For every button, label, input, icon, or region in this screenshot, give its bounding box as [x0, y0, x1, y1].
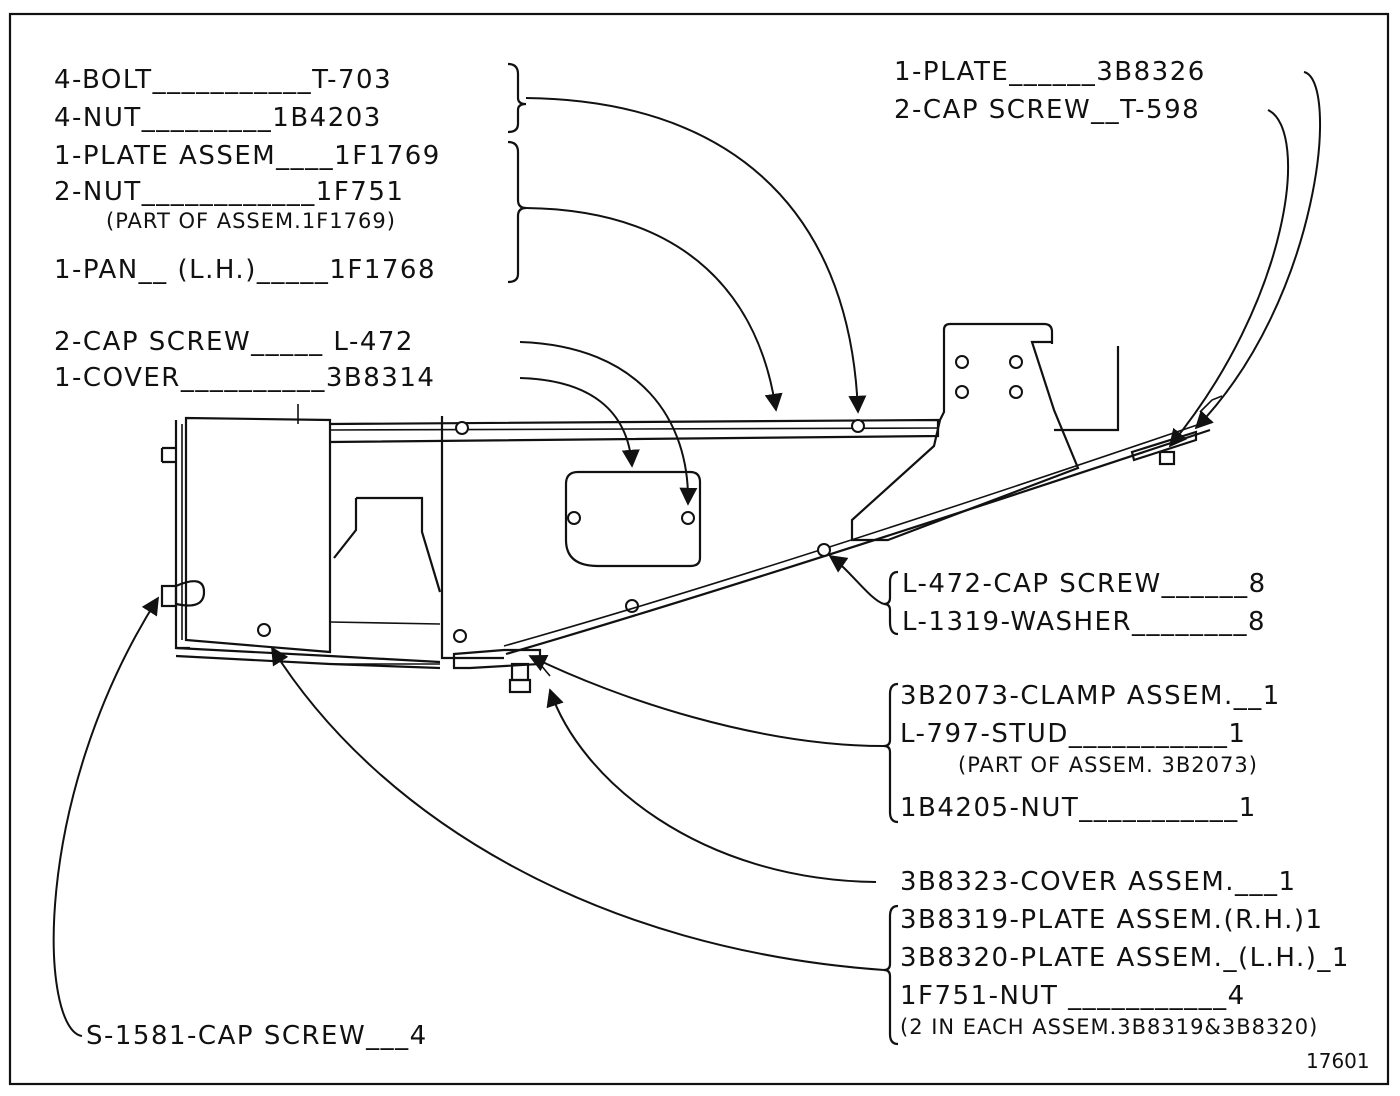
center-plate-left-edge — [440, 416, 504, 660]
leader-cap-screw-s1581 — [52, 596, 159, 1037]
cover-hole-left — [567, 511, 581, 525]
left-bracket-top — [160, 446, 176, 464]
right-plate-hole-1 — [955, 355, 969, 369]
label-plate-assem: 1-PLATE ASSEM____1F1769 — [54, 141, 441, 171]
center-cutout-base — [329, 621, 441, 625]
top-rail — [329, 418, 940, 444]
leader-plate-assem — [271, 646, 885, 971]
brace-bolt-nut — [507, 62, 527, 134]
label-nut-2: 2-NUT____________1F751 — [54, 177, 404, 207]
top-rail-inner — [329, 427, 939, 431]
center-plate-hole-bottom — [453, 629, 467, 643]
cover-hole-right — [681, 511, 695, 525]
leader-cap-screw-t598 — [1168, 109, 1289, 448]
brace-clamp — [883, 682, 899, 824]
label-nut-1f751: 1F751-NUT ___________4 — [900, 981, 1246, 1011]
brace-plate-pan — [507, 140, 527, 284]
leader-plate-3b8326 — [1194, 71, 1322, 430]
label-cap-screw-t598: 2-CAP SCREW__T-598 — [894, 95, 1200, 125]
leader-cover-assem — [546, 688, 877, 883]
right-end-screw — [1199, 395, 1223, 413]
diagonal-rail-outer — [505, 428, 1211, 656]
cover-plate — [564, 470, 702, 568]
right-plate-top — [942, 322, 1054, 344]
label-stud-note: (PART OF ASSEM. 3B2073) — [958, 753, 1258, 777]
diagonal-rail-hole — [817, 543, 831, 557]
label-nut-1b4205: 1B4205-NUT___________1 — [900, 793, 1257, 823]
label-bolt: 4-BOLT___________T-703 — [54, 65, 392, 95]
leader-cap-screw-l472 — [519, 341, 698, 506]
label-cover: 1-COVER__________3B8314 — [54, 363, 435, 393]
top-rail-hole — [851, 419, 865, 433]
frame-border — [8, 12, 1390, 1086]
leader-screw-washer — [828, 554, 885, 605]
center-cutout — [333, 496, 442, 593]
label-washer: L-1319-WASHER________8 — [902, 607, 1266, 637]
label-plate-3b8326: 1-PLATE______3B8326 — [894, 57, 1206, 87]
clamp-nut — [508, 678, 532, 694]
parts-drawing — [160, 322, 1223, 694]
pan-side-wall — [174, 420, 190, 650]
label-clamp-assem: 3B2073-CLAMP ASSEM.__1 — [900, 681, 1281, 711]
label-nut-note: (2 IN EACH ASSEM.3B8319&3B8320) — [900, 1015, 1318, 1039]
label-nut-2-note: (PART OF ASSEM.1F1769) — [106, 209, 396, 233]
right-plate-hole-3 — [955, 385, 969, 399]
diagonal-rail-inner — [503, 423, 1201, 647]
label-plate-lh: 3B8320-PLATE ASSEM._(L.H.)_1 — [900, 943, 1350, 973]
pan-hole — [257, 623, 271, 637]
label-nut: 4-NUT_________1B4203 — [54, 103, 382, 133]
label-cap-screw-s1581: S-1581-CAP SCREW___4 — [86, 1021, 428, 1051]
label-pan: 1-PAN__ (L.H.)_____1F1768 — [54, 255, 436, 285]
right-plate-hole-2 — [1009, 355, 1023, 369]
label-cover-assem: 3B8323-COVER ASSEM.___1 — [900, 867, 1297, 897]
label-cap-screw-l472: 2-CAP SCREW_____ L-472 — [54, 327, 414, 357]
label-cap-screw-8: L-472-CAP SCREW______8 — [902, 569, 1267, 599]
leader-lines — [52, 71, 1322, 1037]
label-plate-rh: 3B8319-PLATE ASSEM.(R.H.)1 — [900, 905, 1324, 935]
leader-plate-pan — [525, 207, 783, 412]
left-bracket-bolt — [160, 584, 178, 608]
label-stud: L-797-STUD___________1 — [900, 719, 1246, 749]
pan-left-box — [184, 416, 332, 654]
leader-bolt-nut — [525, 97, 867, 414]
right-end-nut — [1158, 450, 1176, 466]
center-plate-hole-top — [455, 421, 469, 435]
right-plate-outline — [1054, 346, 1120, 432]
brace-screw-washer — [883, 570, 899, 636]
leader-clamp — [528, 655, 885, 747]
brace-plate-assem — [883, 904, 899, 1046]
right-plate-hole-4 — [1009, 385, 1023, 399]
leader-cover — [519, 377, 640, 468]
left-bracket-loop — [175, 580, 206, 607]
figure-number: 17601 — [1306, 1049, 1370, 1073]
